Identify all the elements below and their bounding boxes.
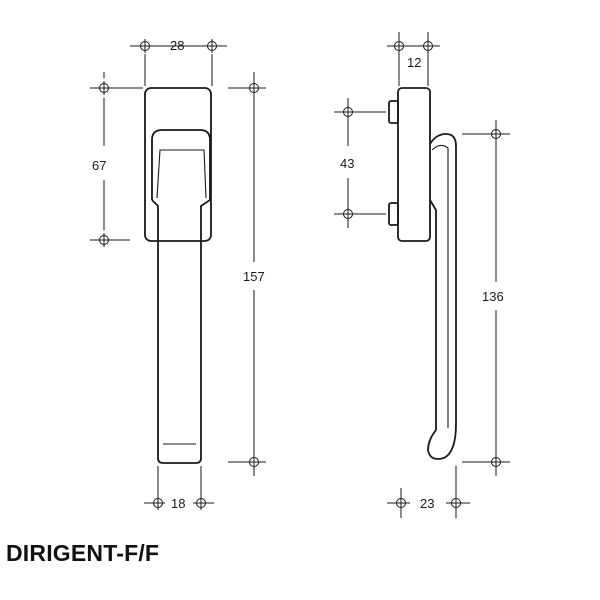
side-view: 12 43 136 23 [334,32,510,518]
side-base-plate [397,87,431,242]
dim-front-lever-width: 18 [171,496,185,511]
dim-front-total-height: 157 [243,269,265,284]
dim-side-lever-length: 136 [482,289,504,304]
product-title: DIRIGENT-F/F [6,540,160,566]
front-lever [151,199,211,464]
dim-front-rose-height: 67 [92,158,106,173]
dim-front-width: 28 [170,38,184,53]
front-view: 28 67 157 18 [90,38,266,511]
side-screw-bottom [388,202,399,226]
dim-side-thickness: 12 [407,55,421,70]
dim-side-hole-spacing: 43 [340,156,354,171]
front-handle-head [151,129,211,200]
side-screw-top [388,100,399,124]
side-lever-profile [427,133,457,460]
dim-side-projection: 23 [420,496,434,511]
front-rose-plate [144,87,212,242]
